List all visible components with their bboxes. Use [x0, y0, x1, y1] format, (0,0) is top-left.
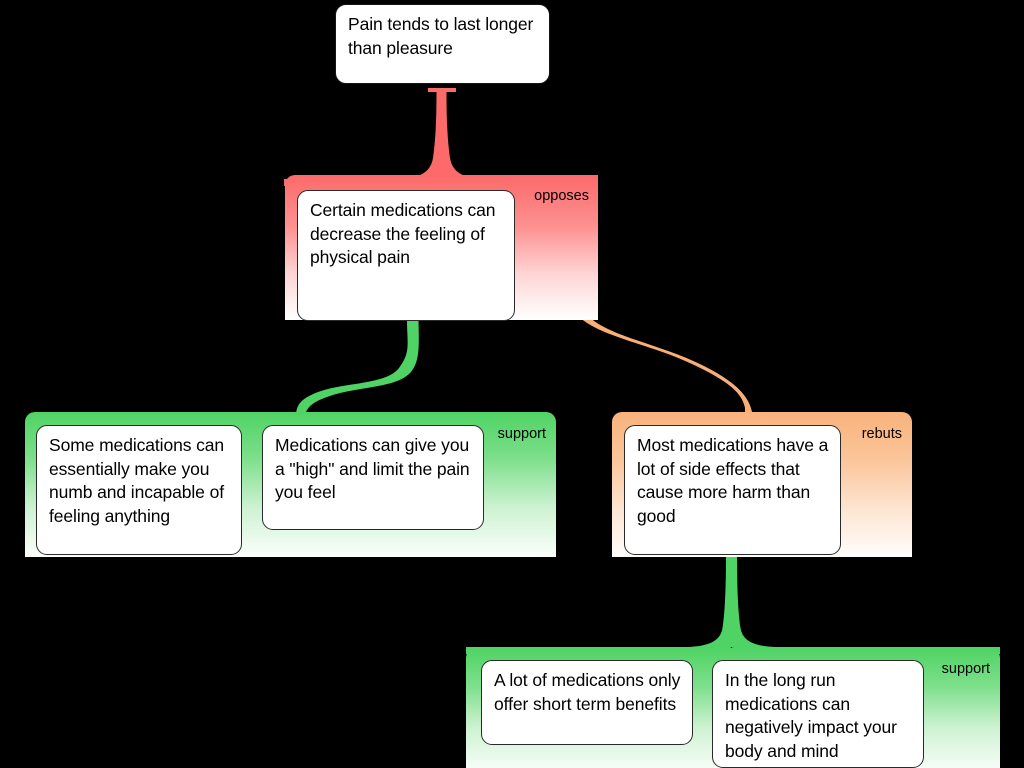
opposes-card-1[interactable]: Certain medications can decrease the fee… — [297, 190, 515, 321]
rebuts-card-1-text: Most medications have a lot of side effe… — [637, 435, 829, 526]
support-left-card-1[interactable]: Some medications can essentially make yo… — [36, 425, 242, 555]
opposes-card-1-text: Certain medications can decrease the fee… — [310, 200, 496, 268]
rebuts-card-1[interactable]: Most medications have a lot of side effe… — [624, 425, 841, 555]
support-group-bottom-label: support — [941, 661, 990, 677]
connector-root-to-opposes — [284, 88, 598, 186]
support-left-card-2[interactable]: Medications can give you a "high" and li… — [262, 425, 484, 530]
root-claim-text: Pain tends to last longer than pleasure — [348, 14, 534, 58]
support-left-card-2-text: Medications can give you a "high" and li… — [275, 435, 470, 503]
support-bottom-card-2-text: In the long run medications can negative… — [725, 670, 897, 761]
root-claim-card[interactable]: Pain tends to last longer than pleasure — [335, 4, 550, 84]
rebuts-group-label: rebuts — [861, 426, 902, 442]
connector-rebuts-to-support — [466, 556, 1000, 654]
support-left-card-1-text: Some medications can essentially make yo… — [49, 435, 225, 526]
support-bottom-card-1-text: A lot of medications only offer short te… — [494, 670, 681, 714]
support-bottom-card-1[interactable]: A lot of medications only offer short te… — [481, 660, 693, 745]
support-group-left-label: support — [497, 426, 546, 442]
opposes-group-label: opposes — [534, 188, 589, 204]
support-bottom-card-2[interactable]: In the long run medications can negative… — [712, 660, 924, 768]
connector-opposes-to-support — [296, 320, 419, 421]
